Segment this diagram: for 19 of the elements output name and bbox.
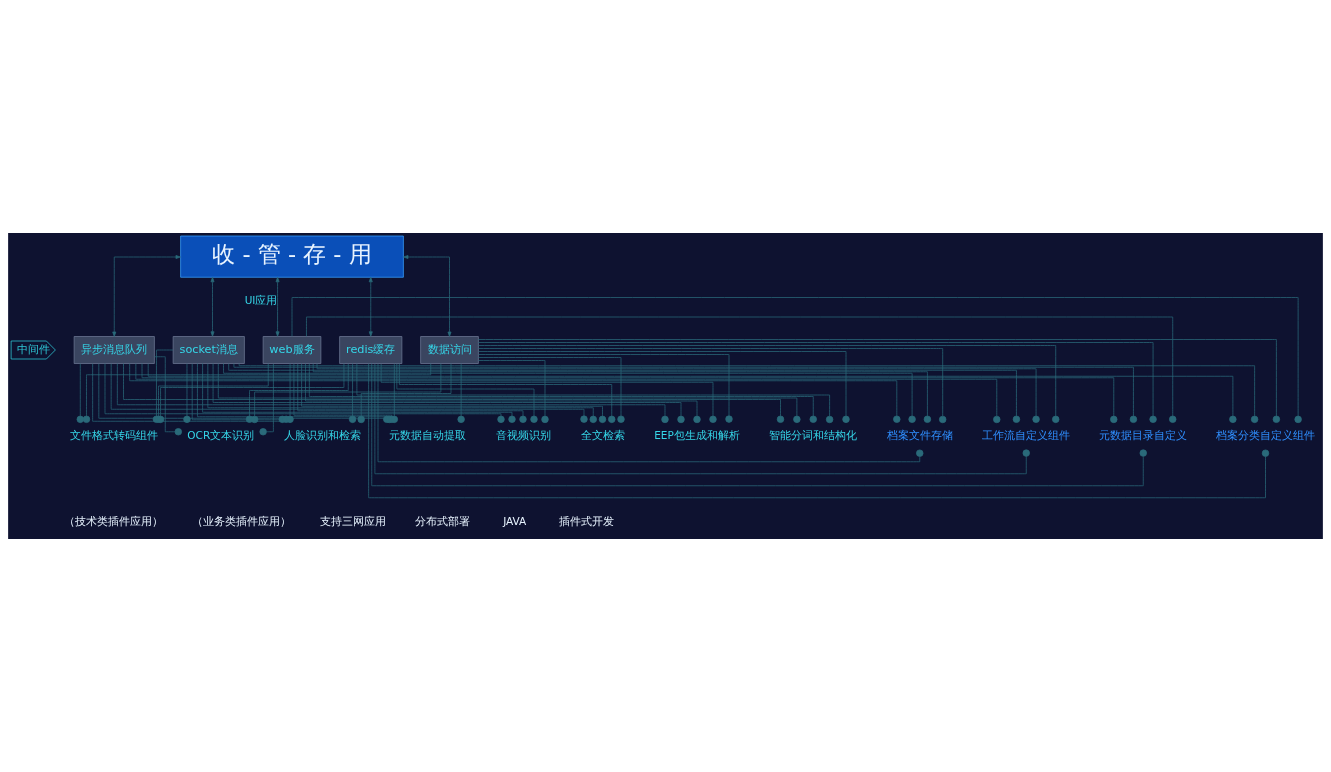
node-text: 工作流自定义组件 — [982, 429, 1071, 442]
label: JAVA — [503, 515, 527, 528]
node-text: 人脸识别和检索 — [283, 429, 361, 442]
label: 分布式部署 — [415, 515, 471, 528]
node-text: 元数据自动提取 — [389, 429, 467, 442]
node-text: OCR文本识别 — [187, 429, 255, 442]
node-text: 档案文件存储 — [886, 429, 953, 442]
node-text: 档案分类自定义组件 — [1216, 429, 1315, 442]
node-text: 智能分词和结构化 — [769, 429, 858, 442]
node-text: 元数据目录自定义 — [1099, 429, 1188, 442]
label: 支持三网应用 — [319, 515, 386, 528]
node-text: 全文检索 — [580, 429, 625, 442]
label: （业务类插件应用） — [191, 515, 291, 528]
label: （技术类插件应用） — [64, 515, 163, 528]
edge-label: UI应用 — [244, 293, 278, 306]
node-text: EEP包生成和解析 — [654, 429, 740, 442]
node-text: 文件格式转码组件 — [69, 429, 158, 442]
label: 插件式开发 — [559, 515, 615, 528]
node-text: 音视频识别 — [495, 429, 551, 442]
